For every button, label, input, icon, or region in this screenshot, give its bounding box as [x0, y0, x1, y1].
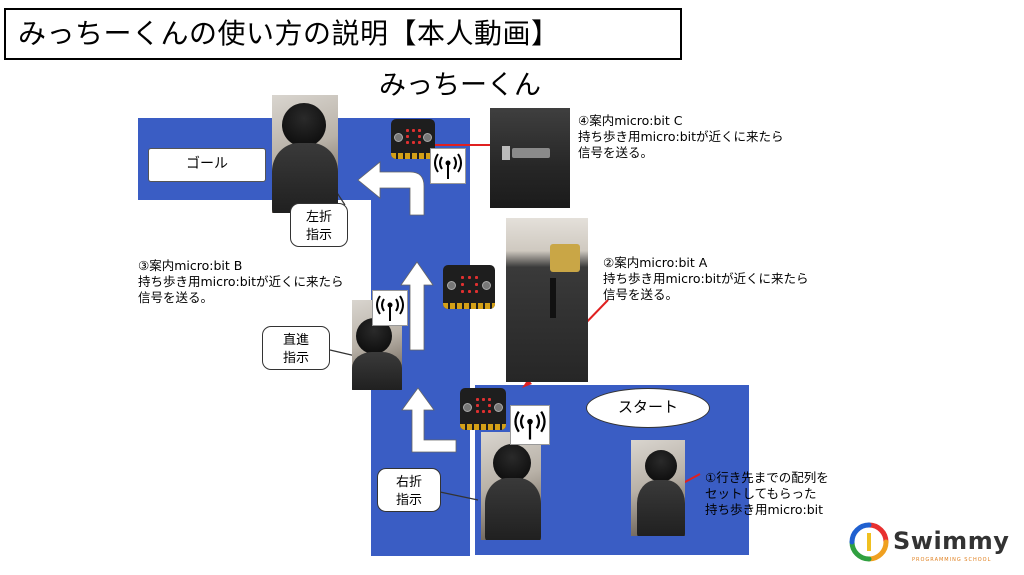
callout-straight-line1: 直進	[282, 333, 309, 348]
photo-start-child	[631, 440, 685, 536]
signal-icon	[510, 405, 550, 445]
callout-right-turn-line1: 右折	[395, 475, 422, 490]
note-microbit-a: ②案内micro:bit A 持ち歩き用micro:bitが近くに来たら 信号を…	[603, 255, 809, 303]
microbit-icon	[391, 119, 435, 159]
callout-left-turn-line2: 指示	[305, 228, 332, 243]
goal-scroll-icon: ゴール	[148, 148, 266, 182]
photo-right-turn-child	[481, 432, 541, 540]
note-b-line1: ③案内micro:bit B	[138, 258, 243, 273]
callout-straight: 直進 指示	[262, 326, 330, 370]
signal-icon	[430, 148, 466, 184]
callout-straight-line2: 指示	[282, 351, 309, 366]
arrow-icon	[357, 161, 457, 453]
note-a-line2: 持ち歩き用micro:bitが近くに来たら	[603, 271, 809, 286]
note-c-line3: 信号を送る。	[578, 145, 654, 160]
logo-name: Swimmy	[893, 527, 1010, 555]
note-c-line2: 持ち歩き用micro:bitが近くに来たら	[578, 129, 784, 144]
callout-left-turn: 左折 指示	[290, 203, 348, 247]
note-microbit-b: ③案内micro:bit B 持ち歩き用micro:bitが近くに来たら 信号を…	[138, 258, 344, 306]
note-microbit-c: ④案内micro:bit C 持ち歩き用micro:bitが近くに来たら 信号を…	[578, 113, 784, 161]
note-c-line1: ④案内micro:bit C	[578, 113, 683, 128]
callout-left-turn-line1: 左折	[305, 210, 332, 225]
note-portable-line2: セットしてもらった	[705, 486, 817, 501]
swimmy-logo-icon	[849, 522, 889, 562]
note-a-line3: 信号を送る。	[603, 287, 679, 302]
signal-icon	[372, 290, 408, 326]
title-box: みっちーくんの使い方の説明【本人動画】	[4, 8, 682, 60]
note-portable-line1: ①行き先までの配列を	[705, 470, 829, 485]
photo-microbit-a	[506, 218, 588, 382]
callout-right-turn-line2: 指示	[395, 493, 422, 508]
start-oval: スタート	[586, 388, 710, 428]
microbit-icon	[443, 265, 495, 309]
note-b-line2: 持ち歩き用micro:bitが近くに来たら	[138, 274, 344, 289]
logo-tagline: PROGRAMMING SCHOOL	[912, 557, 992, 563]
callout-right-turn: 右折 指示	[377, 468, 441, 512]
start-label: スタート	[617, 398, 678, 416]
note-b-line3: 信号を送る。	[138, 290, 214, 305]
microbit-icon	[460, 388, 506, 430]
note-a-line1: ②案内micro:bit A	[603, 255, 708, 270]
photo-goal-child	[272, 95, 338, 213]
diagram-subtitle: みっちーくん	[379, 70, 541, 101]
note-portable-line3: 持ち歩き用micro:bit	[705, 502, 824, 517]
page-title: みっちーくんの使い方の説明【本人動画】	[18, 17, 560, 50]
photo-microbit-c	[490, 108, 570, 208]
note-portable-microbit: ①行き先までの配列を セットしてもらった 持ち歩き用micro:bit	[705, 470, 829, 518]
goal-label: ゴール	[186, 156, 228, 172]
